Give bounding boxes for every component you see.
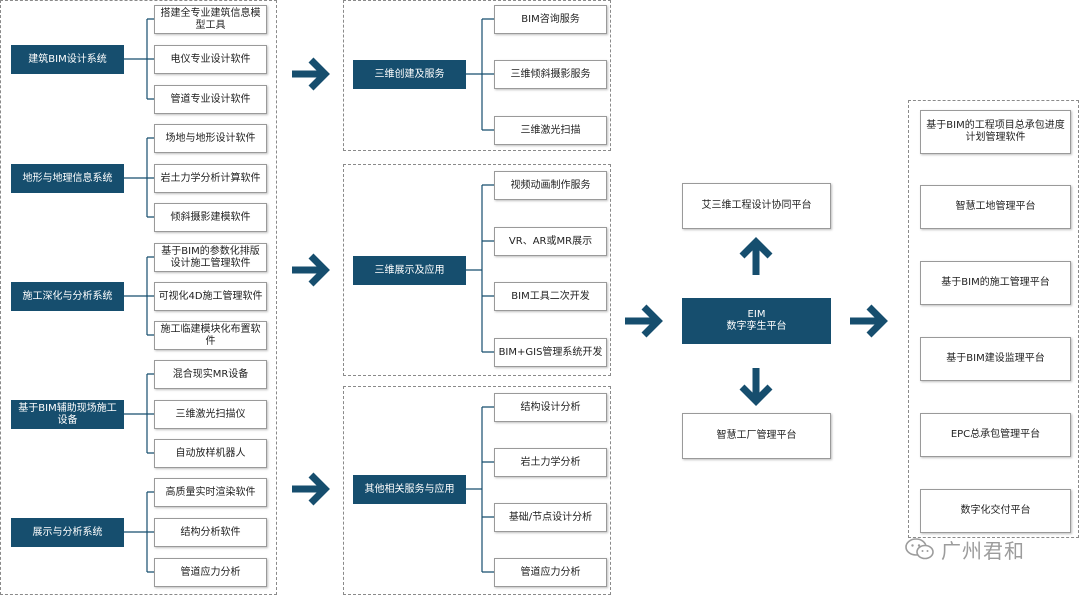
item-mr-device: 混合现实MR设备 [154,360,267,389]
service-3d-display: 三维展示及应用 [353,256,466,285]
item-electrical-design-software: 电仪专业设计软件 [154,45,267,74]
platform-bim-supervision: 基于BIM建设监理平台 [920,337,1071,381]
arrow-right-icon [625,304,663,338]
item-vr-ar-mr: VR、AR或MR展示 [494,227,607,256]
platform-epc-management: EPC总承包管理平台 [920,413,1071,457]
item-bim-gis-dev: BIM+GIS管理系统开发 [494,338,607,367]
digital-twin-platform: EIM 数字孪生平台 [682,298,831,344]
item-geotechnical-software: 岩土力学分析计算软件 [154,164,267,193]
system-construction-analysis: 施工深化与分析系统 [11,282,124,311]
arrow-up-icon [739,237,773,275]
platform-smart-site: 智慧工地管理平台 [920,185,1071,229]
item-temporary-layout-software: 施工临建模块化布置软件 [154,321,267,350]
item-oblique-photo-modeling: 倾斜摄影建模软件 [154,203,267,232]
collab-platform: 艾三维工程设计协同平台 [682,183,831,229]
system-architecture-bim-design: 建筑BIM设计系统 [11,45,124,74]
item-site-terrain-software: 场地与地形设计软件 [154,124,267,153]
digital-twin-title: EIM [747,309,766,320]
platform-epc-schedule: 基于BIM的工程项目总承包进度计划管理软件 [920,110,1071,154]
smart-factory-platform: 智慧工厂管理平台 [682,413,831,459]
wechat-icon [905,538,934,560]
item-full-discipline-modeling-tool: 搭建全专业建筑信息模型工具 [154,5,267,34]
system-bim-site-equipment: 基于BIM辅助现场施工设备 [11,400,124,429]
item-pipe-stress-analysis: 管道应力分析 [154,558,267,587]
column2-group2-container [343,164,611,376]
item-pipe-stress-service: 管道应力分析 [494,558,607,587]
digital-twin-subtitle: 数字孪生平台 [726,321,787,332]
watermark: 广州君和 [905,532,1080,566]
arrow-right-icon [292,472,330,506]
arrow-right-icon [850,304,888,338]
item-layout-robot: 自动放样机器人 [154,439,267,468]
item-video-animation: 视频动画制作服务 [494,171,607,200]
item-parametric-layout-software: 基于BIM的参数化排版设计施工管理软件 [154,243,267,272]
item-laser-scanner: 三维激光扫描仪 [154,400,267,429]
item-realtime-render-software: 高质量实时渲染软件 [154,478,267,507]
system-terrain-gis: 地形与地理信息系统 [11,164,124,193]
platform-bim-construction: 基于BIM的施工管理平台 [920,261,1071,305]
item-structural-analysis-software: 结构分析软件 [154,518,267,547]
item-4d-construction-software: 可视化4D施工管理软件 [154,282,267,311]
item-structure-design: 结构设计分析 [494,393,607,422]
platform-digital-delivery: 数字化交付平台 [920,489,1071,533]
item-oblique-photo-service: 三维倾斜摄影服务 [494,60,607,89]
item-bim-consulting: BIM咨询服务 [494,5,607,34]
system-display-analysis: 展示与分析系统 [11,518,124,547]
item-laser-scan-service: 三维激光扫描 [494,116,607,145]
arrow-right-icon [292,57,330,91]
item-foundation-node-design: 基础/节点设计分析 [494,503,607,532]
item-bim-tool-dev: BIM工具二次开发 [494,282,607,311]
item-geotechnical-analysis: 岩土力学分析 [494,448,607,477]
column2-group1-container [343,0,611,151]
service-3d-creation: 三维创建及服务 [353,60,466,89]
watermark-text: 广州君和 [941,538,1025,563]
service-other: 其他相关服务与应用 [353,475,466,504]
item-piping-design-software: 管道专业设计软件 [154,85,267,114]
arrow-down-icon [739,368,773,406]
column4-container [908,100,1079,538]
arrow-right-icon [292,253,330,287]
